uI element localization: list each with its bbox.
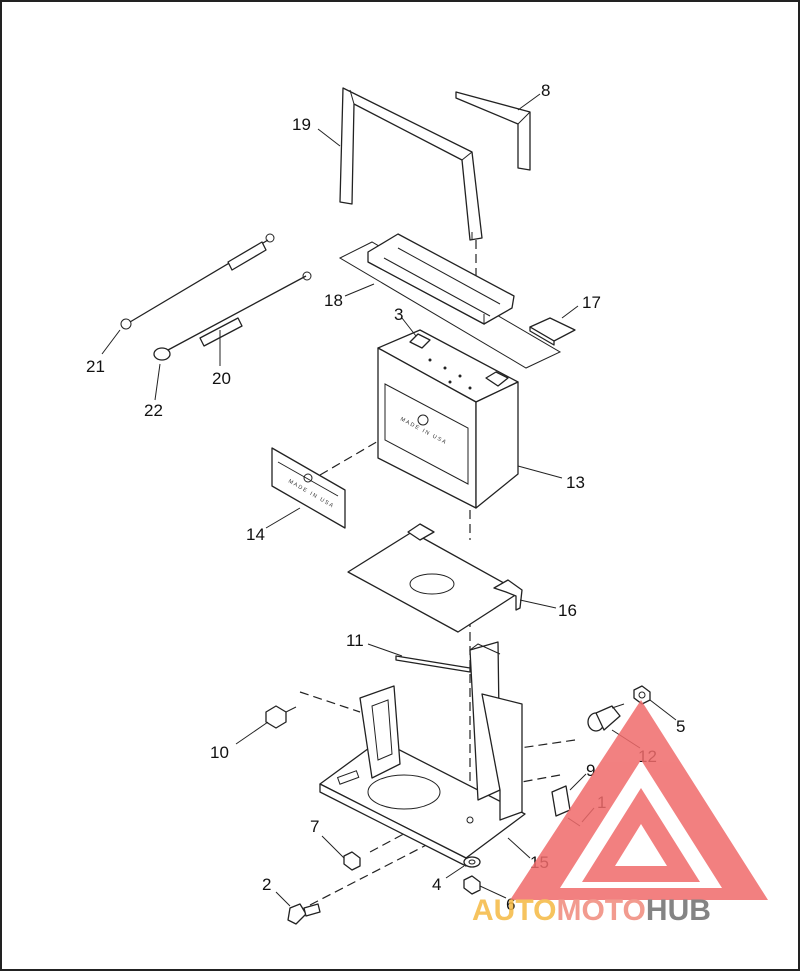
logo-triangle-inner	[582, 788, 700, 882]
clip-9	[551, 785, 571, 817]
hold-down-strap	[339, 87, 483, 241]
battery-top-cover	[338, 233, 562, 369]
callout-20: 20	[212, 369, 231, 388]
battery-cable-20	[167, 271, 312, 351]
tray-pad	[347, 523, 523, 633]
leader-lines	[101, 93, 677, 907]
callout-6: 6	[506, 895, 515, 914]
callout-21: 21	[86, 357, 105, 376]
callout-13: 13	[566, 473, 585, 492]
rubber-mount-12	[587, 703, 625, 732]
nut-6	[463, 875, 481, 895]
callout-18: 18	[324, 291, 343, 310]
callout-14: 14	[246, 525, 265, 544]
battery-cable-21	[120, 233, 275, 330]
logo-auto: AUTO	[472, 894, 556, 927]
nut-7	[343, 851, 361, 871]
callout-4: 4	[432, 875, 441, 894]
nut-5	[633, 685, 651, 705]
callout-5: 5	[676, 717, 685, 736]
callout-2: 2	[262, 875, 271, 894]
watermark-logo: AUTOMOTOHUB	[472, 700, 768, 927]
callout-8: 8	[541, 81, 550, 100]
callout-11: 11	[346, 631, 364, 650]
callout-7: 7	[310, 817, 319, 836]
callout-10: 10	[210, 743, 229, 762]
callout-16: 16	[558, 601, 577, 620]
callout-3: 3	[394, 305, 403, 324]
bolt-2	[287, 903, 321, 925]
callout-9: 9	[586, 761, 595, 780]
logo-triangle-outer	[510, 700, 768, 900]
callout-19: 19	[292, 115, 311, 134]
cable-terminal-22	[153, 347, 171, 361]
washer-4	[463, 856, 481, 868]
battery: MADE IN USA	[377, 329, 519, 509]
logo-moto: MOTO	[556, 894, 645, 927]
battery-tray	[319, 641, 526, 867]
callout-17: 17	[582, 293, 601, 312]
strap-pad	[455, 91, 531, 171]
small-pad	[529, 317, 576, 346]
rubber-mount-10	[265, 705, 297, 729]
logo-hub: HUB	[646, 894, 711, 927]
battery-label: MADE IN USA	[271, 447, 346, 529]
callout-22: 22	[144, 401, 163, 420]
tray-rod	[395, 655, 471, 673]
logo-text: AUTOMOTOHUB	[472, 894, 711, 927]
